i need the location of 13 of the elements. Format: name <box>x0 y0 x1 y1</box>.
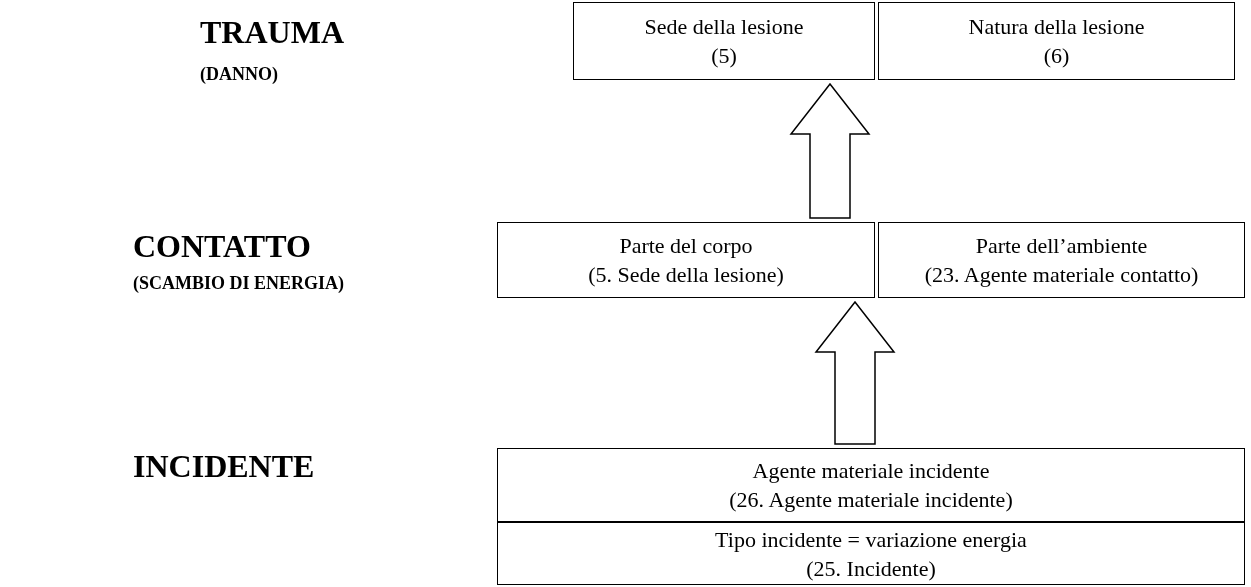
block-arrow <box>814 300 896 445</box>
subheading: (DANNO) <box>200 64 278 85</box>
heading: TRAUMA <box>200 14 344 51</box>
text-box: Sede della lesione (5) <box>573 2 875 80</box>
block-arrow <box>789 82 871 219</box>
text-box: Tipo incidente = variazione energia (25. Incidente) <box>497 522 1245 585</box>
subheading: (SCAMBIO DI ENERGIA) <box>133 273 345 294</box>
text-box: Natura della lesione (6) <box>878 2 1235 80</box>
text-box: Parte del corpo (5. Sede della lesione) <box>497 222 875 298</box>
text-box: Parte dell’ambiente (23. Agente materiale contatto) <box>878 222 1245 298</box>
heading: CONTATTO <box>133 228 311 265</box>
text-box: Agente materiale incidente (26. Agente materiale incidente) <box>497 448 1245 522</box>
heading: INCIDENTE <box>133 448 315 485</box>
